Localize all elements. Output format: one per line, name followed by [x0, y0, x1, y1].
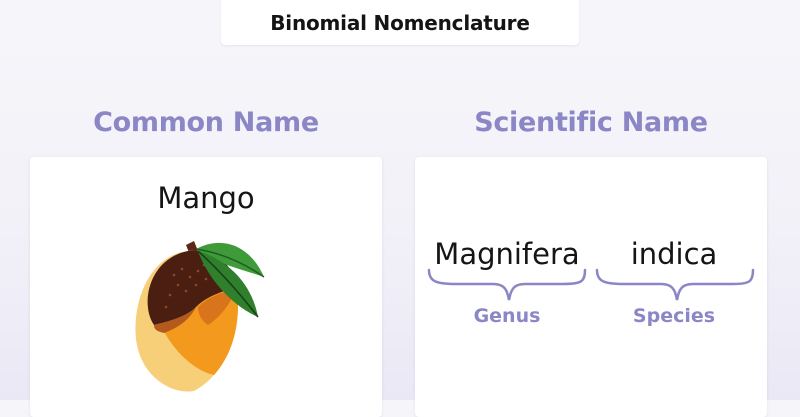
leaf-icon	[195, 242, 265, 318]
scientific-name-card: Magnifera indica Genus Species	[415, 157, 767, 417]
common-name-text: Mango	[157, 181, 255, 215]
species-word: indica	[630, 237, 718, 271]
common-name-heading: Common Name	[93, 107, 319, 138]
species-label: Species	[632, 305, 716, 327]
genus-word: Magnifera	[434, 237, 580, 271]
curly-brace-icon	[427, 268, 755, 301]
scientific-name-heading: Scientific Name	[474, 107, 708, 138]
title-box: Binomial Nomenclature	[221, 0, 579, 45]
mango-icon	[135, 241, 265, 392]
common-name-card: Mango	[30, 157, 382, 417]
genus-label: Genus	[473, 305, 541, 327]
diagram-title: Binomial Nomenclature	[270, 10, 530, 35]
